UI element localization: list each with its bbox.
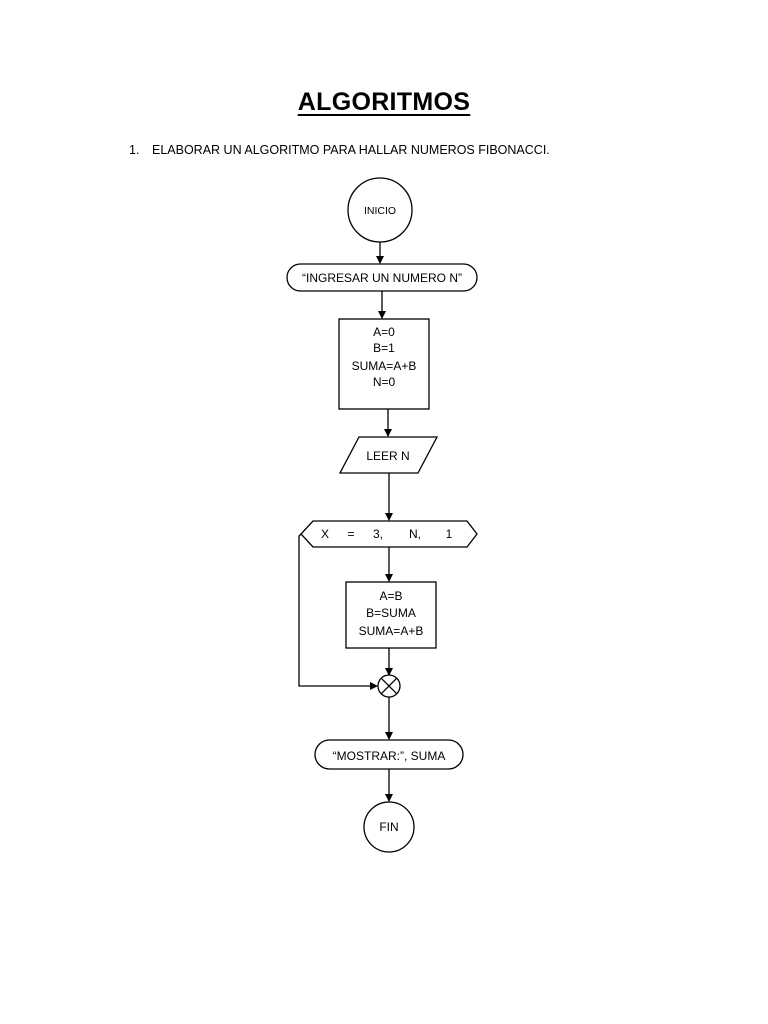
loop-equals: = xyxy=(347,527,354,541)
end-terminal: FIN xyxy=(363,801,415,853)
page-title: ALGORITMOS xyxy=(297,88,471,116)
loop-start: 3, xyxy=(373,527,383,541)
start-label: INICIO xyxy=(364,205,396,217)
init-line: N=0 xyxy=(373,375,396,389)
loop-body-line: SUMA=A+B xyxy=(359,624,424,638)
loop-end: N, xyxy=(409,527,421,541)
loop-step: 1 xyxy=(446,527,453,541)
init-line: A=0 xyxy=(373,325,395,339)
read-input-parallelogram: LEER N xyxy=(338,436,439,474)
start-terminal: INICIO xyxy=(347,177,413,243)
task-text: ELABORAR UN ALGORITMO PARA HALLAR NUMERO… xyxy=(152,143,550,157)
init-process-box: A=0 B=1 SUMA=A+B N=0 xyxy=(338,318,430,410)
for-loop-hexagon: X = 3, N, 1 xyxy=(300,520,478,548)
output-display: “MOSTRAR:”, SUMA xyxy=(314,739,464,770)
end-label: FIN xyxy=(379,820,398,834)
loop-join-connector xyxy=(377,674,401,698)
loop-variable: X xyxy=(321,527,329,541)
task-statement: 1. ELABORAR UN ALGORITMO PARA HALLAR NUME… xyxy=(129,143,550,157)
loop-body-line: B=SUMA xyxy=(366,606,416,620)
loop-back-connector xyxy=(298,533,378,690)
prompt-label: “INGRESAR UN NUMERO N” xyxy=(302,271,462,285)
init-line: B=1 xyxy=(373,341,395,355)
loop-body-line: A=B xyxy=(379,589,402,603)
init-line: SUMA=A+B xyxy=(352,359,417,373)
loop-body-process-box: A=B B=SUMA SUMA=A+B xyxy=(345,581,437,649)
read-label: LEER N xyxy=(366,449,409,463)
output-label: “MOSTRAR:”, SUMA xyxy=(333,749,446,763)
prompt-display: “INGRESAR UN NUMERO N” xyxy=(286,263,478,292)
task-number: 1. xyxy=(129,143,140,157)
